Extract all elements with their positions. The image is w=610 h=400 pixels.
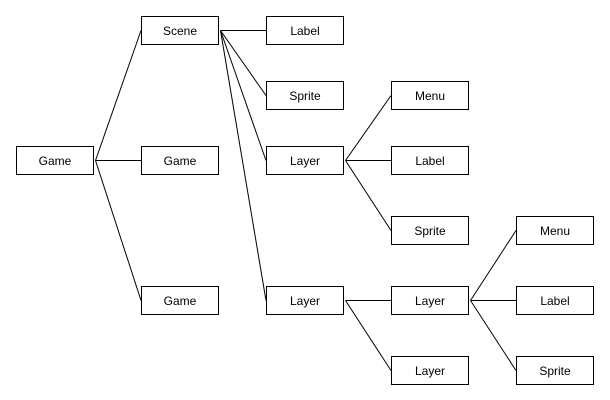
node-label: Label <box>415 153 445 168</box>
node-layera-sprite: Sprite <box>516 356 594 385</box>
node-scene-label: Label <box>266 16 344 45</box>
node-label: Menu <box>539 223 571 238</box>
edge-scene-sprite <box>220 30 267 96</box>
node-layer1-label: Label <box>391 146 469 175</box>
node-label: Label <box>290 23 320 38</box>
node-label: Layer <box>414 363 446 378</box>
node-label: Menu <box>414 88 446 103</box>
node-label: Label <box>540 293 570 308</box>
node-layer1-menu: Menu <box>391 81 469 110</box>
edge-layer1-menu <box>345 95 392 161</box>
node-label: Layer <box>289 293 321 308</box>
node-layer2-layer-b: Layer <box>391 356 469 385</box>
node-game-root: Game <box>16 146 94 175</box>
edge-layera-menu <box>470 230 517 301</box>
node-label: Sprite <box>414 223 446 238</box>
edge-root-scene <box>95 30 142 161</box>
node-layera-menu: Menu <box>516 216 594 245</box>
node-label: Game <box>163 153 197 168</box>
node-scene: Scene <box>141 16 219 45</box>
edge-layer1-sprite <box>345 160 392 231</box>
node-label: Sprite <box>539 363 571 378</box>
node-game-2: Game <box>141 146 219 175</box>
node-label: Scene <box>162 23 198 38</box>
node-layer2-layer-a: Layer <box>391 286 469 315</box>
node-layera-label: Label <box>516 286 594 315</box>
edge-scene-layer1 <box>220 30 267 161</box>
edge-root-game3 <box>95 160 142 301</box>
node-scene-sprite: Sprite <box>266 81 344 110</box>
node-label: Game <box>38 153 72 168</box>
node-game-3: Game <box>141 286 219 315</box>
node-scene-layer-2: Layer <box>266 286 344 315</box>
node-label: Sprite <box>289 88 321 103</box>
edge-layera-sprite <box>470 300 517 371</box>
node-layer1-sprite: Sprite <box>391 216 469 245</box>
edge-layer2-layerb <box>345 300 392 371</box>
node-label: Layer <box>289 153 321 168</box>
node-label: Game <box>163 293 197 308</box>
node-label: Layer <box>414 293 446 308</box>
node-scene-layer-1: Layer <box>266 146 344 175</box>
edge-scene-layer2 <box>220 30 267 301</box>
